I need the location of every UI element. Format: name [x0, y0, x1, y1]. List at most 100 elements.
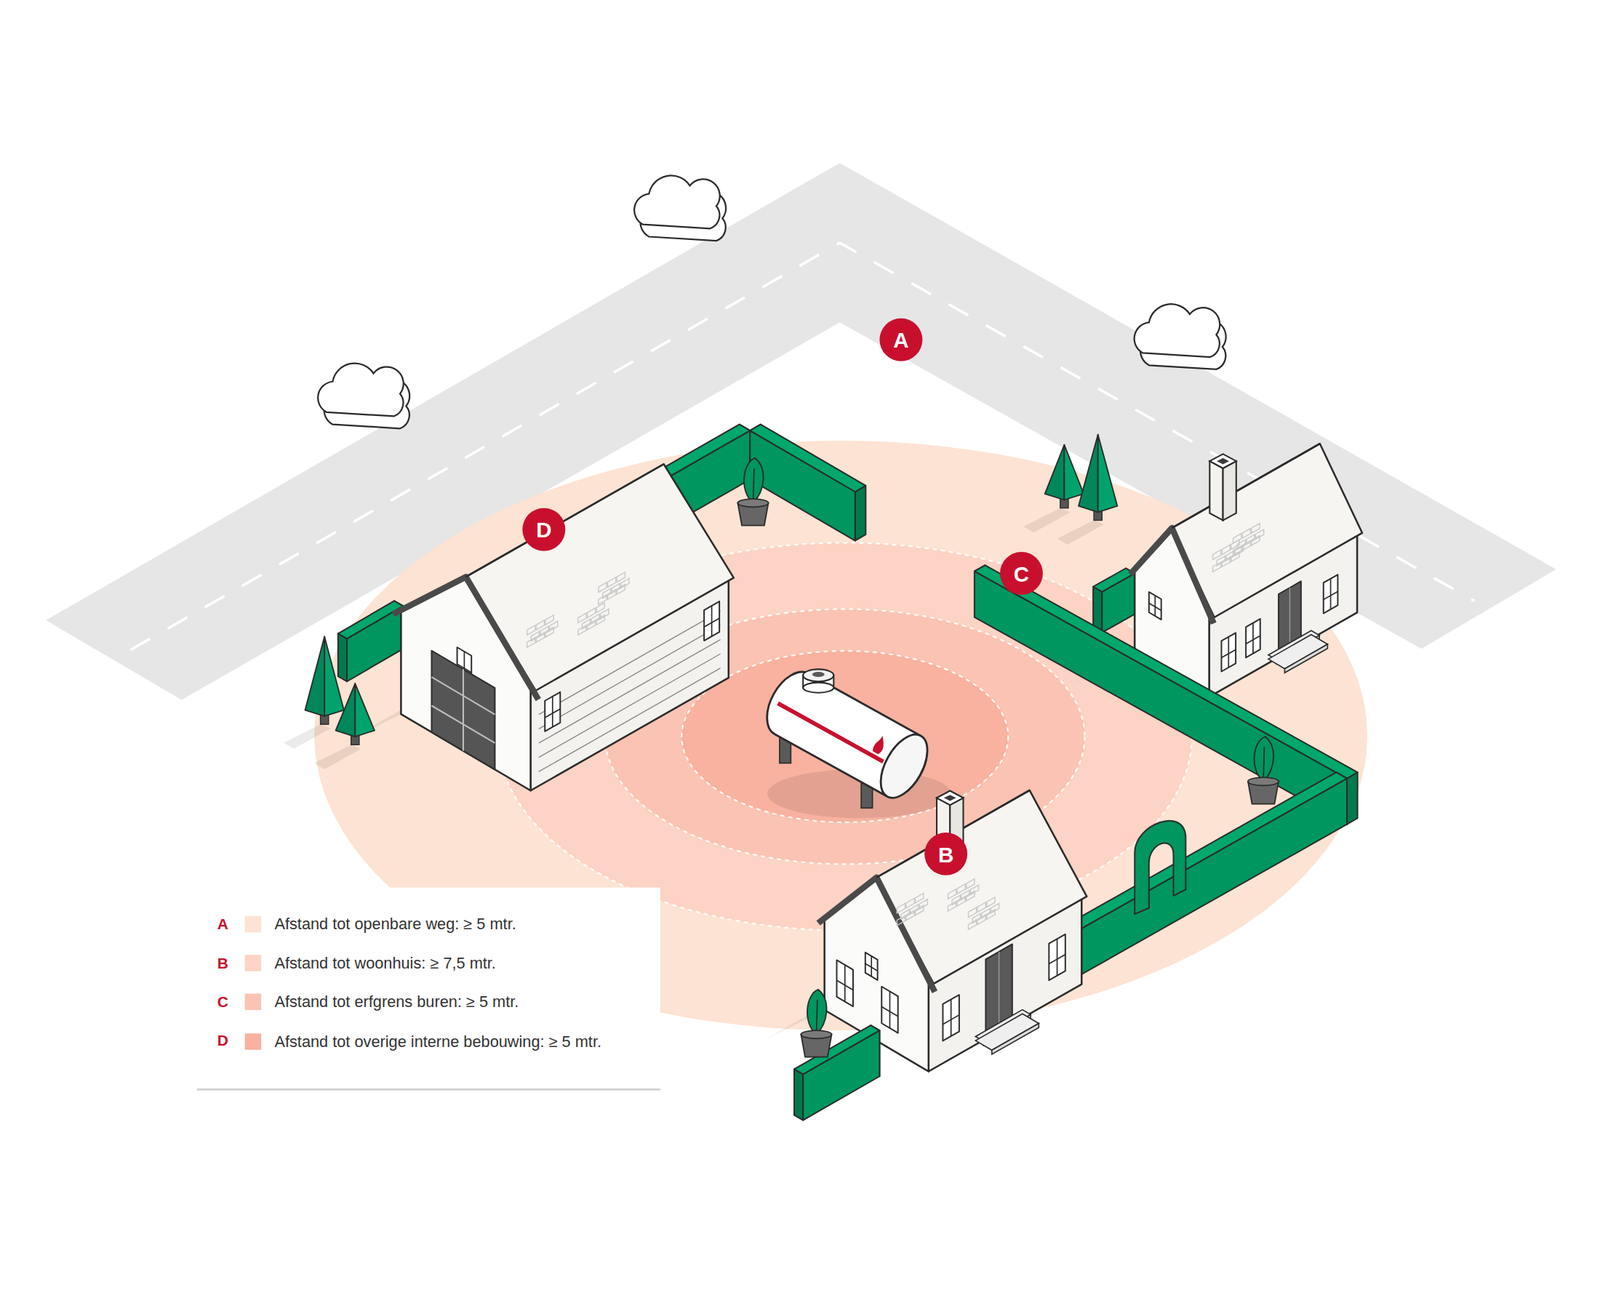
- callout-marker: B: [924, 832, 968, 876]
- window-bar: [1056, 938, 1059, 976]
- roof-bricks: [545, 615, 554, 625]
- window: [881, 986, 898, 1034]
- window-bar: [881, 1007, 898, 1017]
- tree: [1057, 434, 1118, 546]
- hedge: [1071, 772, 1347, 975]
- cloud: [1134, 304, 1227, 370]
- roof-bricks: [598, 582, 607, 592]
- cloud: [317, 363, 410, 430]
- chimney-left: [1209, 461, 1223, 520]
- hedge-end: [855, 485, 867, 542]
- gas-tank: [757, 664, 952, 819]
- roof-bricks: [1231, 539, 1240, 550]
- window-bar: [950, 999, 952, 1037]
- tree-shadow: [283, 724, 331, 750]
- barn-door-bar: [431, 705, 495, 743]
- roof-bricks: [1251, 523, 1260, 534]
- window-bar: [844, 965, 846, 1003]
- barn-door: [431, 650, 495, 771]
- legend-panel: [152, 888, 660, 1091]
- tank-dome-bottom: [802, 682, 834, 694]
- roof-bricks: [957, 884, 966, 894]
- window: [837, 960, 854, 1007]
- cloud-face: [634, 175, 720, 229]
- window-bar: [865, 963, 878, 971]
- tree-crown-light: [354, 683, 375, 737]
- hedge-end: [794, 1069, 803, 1120]
- roof-bricks: [986, 897, 995, 907]
- roof-bricks: [1231, 552, 1240, 562]
- roof-bricks: [545, 627, 554, 638]
- building-roof: [465, 464, 734, 691]
- legend-letter: A: [217, 914, 229, 935]
- window-bar: [942, 1015, 959, 1025]
- legend-entry: Afstand tot openbare weg: ≥ 5 mtr.: [245, 914, 517, 935]
- tree-crown-shade: [336, 683, 356, 737]
- potted-plant: [800, 989, 832, 1058]
- roof-trim: [1130, 528, 1214, 624]
- chimney-hole: [944, 794, 957, 801]
- potted-plant: [737, 458, 768, 526]
- roof-bricks: [536, 632, 544, 643]
- legend-entry: Afstand tot overige interne bebouwing: ≥…: [245, 1031, 602, 1052]
- building-roof: [876, 790, 1087, 984]
- callout-marker: D: [522, 508, 566, 552]
- roof-bricks: [986, 909, 995, 920]
- window-bar: [711, 605, 713, 637]
- roof-bricks: [616, 572, 625, 582]
- window-bar: [552, 696, 554, 728]
- tree-crown-shade: [1045, 445, 1065, 501]
- roof-bricks: [1233, 533, 1242, 544]
- window-bar: [1221, 649, 1236, 658]
- window-bar: [889, 991, 891, 1029]
- roof-bricks: [968, 907, 977, 918]
- cloud-face: [317, 363, 404, 417]
- roof-bricks: [608, 577, 616, 587]
- window: [1245, 618, 1261, 658]
- legend-text: Afstand tot openbare weg: ≥ 5 mtr.: [274, 914, 516, 935]
- hedge: [974, 565, 1358, 824]
- hedge: [794, 1025, 880, 1120]
- garage: [339, 464, 734, 791]
- hedge-front: [974, 571, 1347, 825]
- tank-body: [757, 664, 938, 806]
- roof-bricks: [957, 896, 966, 907]
- callout-marker: A: [879, 318, 923, 362]
- tank-shell: [757, 664, 938, 806]
- callout-letter: D: [536, 518, 552, 540]
- roof-bricks: [586, 608, 595, 618]
- zone-building: [681, 650, 1008, 823]
- tree: [1023, 445, 1084, 534]
- window-bar: [1330, 578, 1332, 610]
- steps: [1284, 644, 1328, 673]
- window-bar: [1227, 637, 1230, 668]
- tree-crown-light: [1098, 434, 1118, 513]
- roof-ridge: [1171, 443, 1320, 528]
- chimney-top: [936, 791, 963, 806]
- plant-pot-rim: [1248, 777, 1279, 786]
- door-split: [998, 952, 1000, 1032]
- roof-bricks: [915, 893, 924, 903]
- tank-stripe: [778, 703, 884, 762]
- callout-letter: B: [938, 843, 954, 865]
- cloud: [634, 175, 726, 241]
- roof-bricks: [968, 920, 977, 930]
- roof-bricks: [896, 903, 905, 913]
- roof-bricks: [915, 905, 924, 915]
- callout-letter: A: [893, 328, 909, 350]
- roof-bricks: [966, 891, 975, 902]
- hedge-end: [1346, 772, 1358, 825]
- potted-plant: [1248, 736, 1279, 805]
- roof-bricks: [1251, 536, 1260, 546]
- house: [762, 790, 1087, 1072]
- roof-bricks: [906, 910, 915, 920]
- window-bar: [1048, 954, 1065, 965]
- roof-bricks: [977, 914, 986, 925]
- window: [1221, 632, 1236, 672]
- chimney-hole: [1216, 458, 1230, 464]
- callout-letter: C: [1013, 562, 1030, 584]
- roof-bricks: [1213, 549, 1222, 560]
- legend-swatch: [245, 1033, 262, 1050]
